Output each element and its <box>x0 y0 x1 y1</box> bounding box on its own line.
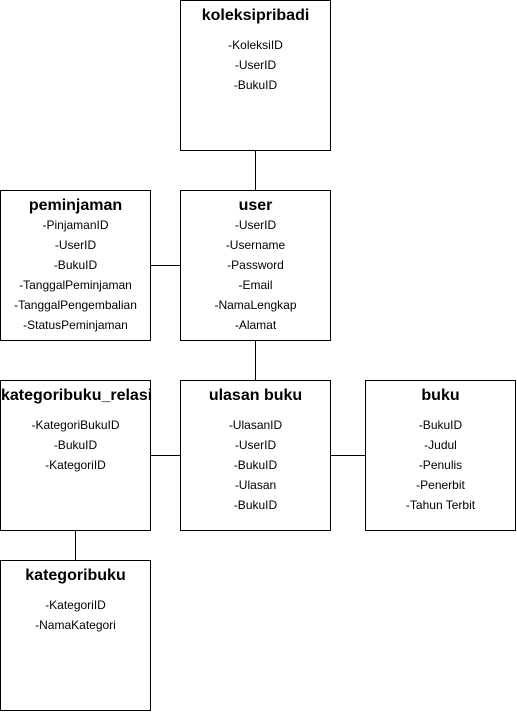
entity-buku: buku -BukuID -Judul -Penulis -Penerbit -… <box>365 380 516 531</box>
entity-field: -Penulis <box>418 458 463 472</box>
entity-field: -BukuID <box>233 498 278 512</box>
entity-field: -Ulasan <box>234 478 277 492</box>
entity-field: -BukuID <box>53 438 98 452</box>
entity-field: -BukuID <box>418 418 463 432</box>
entity-title: peminjaman <box>28 197 123 214</box>
entity-title: user <box>238 197 273 214</box>
entity-field: -KoleksiID <box>228 38 283 52</box>
entity-field: -Password <box>227 258 284 272</box>
entity-field: -TanggalPeminjaman <box>19 278 132 292</box>
entity-koleksipribadi: koleksipribadi -KoleksiID -UserID -BukuI… <box>180 0 331 151</box>
entity-field: -UserID <box>54 238 97 252</box>
entity-field: -UserID <box>234 58 277 72</box>
entity-field: -TanggalPengembalian <box>14 298 137 312</box>
connector-kategoribuku-relasi-ulasan-buku <box>150 455 180 456</box>
entity-field: -Judul <box>424 438 457 452</box>
entity-field: -KategoriBukuID <box>31 418 120 432</box>
entity-field: -UlasanID <box>228 418 283 432</box>
entity-field: -BukuID <box>233 458 278 472</box>
entity-fields: -BukuID -Judul -Penulis -Penerbit -Tahun… <box>366 415 515 515</box>
entity-field: -KategoriID <box>45 598 106 612</box>
entity-field: -Tahun Terbit <box>405 498 476 512</box>
entity-field: -BukuID <box>53 258 98 272</box>
entity-user: user -UserID -Username -Password -Email … <box>180 190 331 341</box>
entity-fields: -UlasanID -UserID -BukuID -Ulasan -BukuI… <box>181 415 330 515</box>
entity-field: -UserID <box>234 438 277 452</box>
entity-field: -UserID <box>234 218 277 232</box>
entity-title: koleksipribadi <box>201 7 310 24</box>
entity-title: kategoribuku <box>25 567 126 584</box>
entity-ulasan-buku: ulasan buku -UlasanID -UserID -BukuID -U… <box>180 380 331 531</box>
entity-kategoribuku: kategoribuku -KategoriID -NamaKategori <box>0 560 151 711</box>
entity-field: -NamaLengkap <box>214 298 297 312</box>
connector-ulasan-buku-buku <box>330 455 365 456</box>
connector-peminjaman-user <box>150 265 180 266</box>
entity-title: buku <box>421 387 460 404</box>
entity-kategoribuku-relasi: kategoribuku_relasi -KategoriBukuID -Buk… <box>0 380 153 531</box>
entity-field: -PinjamanID <box>42 218 109 232</box>
connector-kategoribuku-relasi-kategoribuku <box>75 530 76 560</box>
entity-field: -StatusPeminjaman <box>23 318 128 332</box>
entity-field: -Alamat <box>234 318 277 332</box>
entity-field: -Username <box>225 238 286 252</box>
entity-fields: -KoleksiID -UserID -BukuID <box>181 35 330 95</box>
entity-fields: -KategoriID -NamaKategori <box>1 595 150 635</box>
entity-fields: -PinjamanID -UserID -BukuID -TanggalPemi… <box>1 215 150 335</box>
entity-field: -Penerbit <box>416 478 465 492</box>
entity-field: -NamaKategori <box>35 618 116 632</box>
entity-title: ulasan buku <box>208 387 303 404</box>
entity-fields: -KategoriBukuID -BukuID -KategoriID <box>1 415 150 475</box>
entity-field: -BukuID <box>233 78 278 92</box>
entity-title: kategoribuku_relasi <box>1 387 153 404</box>
connector-koleksipribadi-user <box>255 150 256 190</box>
entity-fields: -UserID -Username -Password -Email -Nama… <box>181 215 330 335</box>
entity-field: -Email <box>238 278 273 292</box>
entity-field: -KategoriID <box>45 458 106 472</box>
connector-user-ulasan-buku <box>255 340 256 380</box>
entity-peminjaman: peminjaman -PinjamanID -UserID -BukuID -… <box>0 190 151 341</box>
